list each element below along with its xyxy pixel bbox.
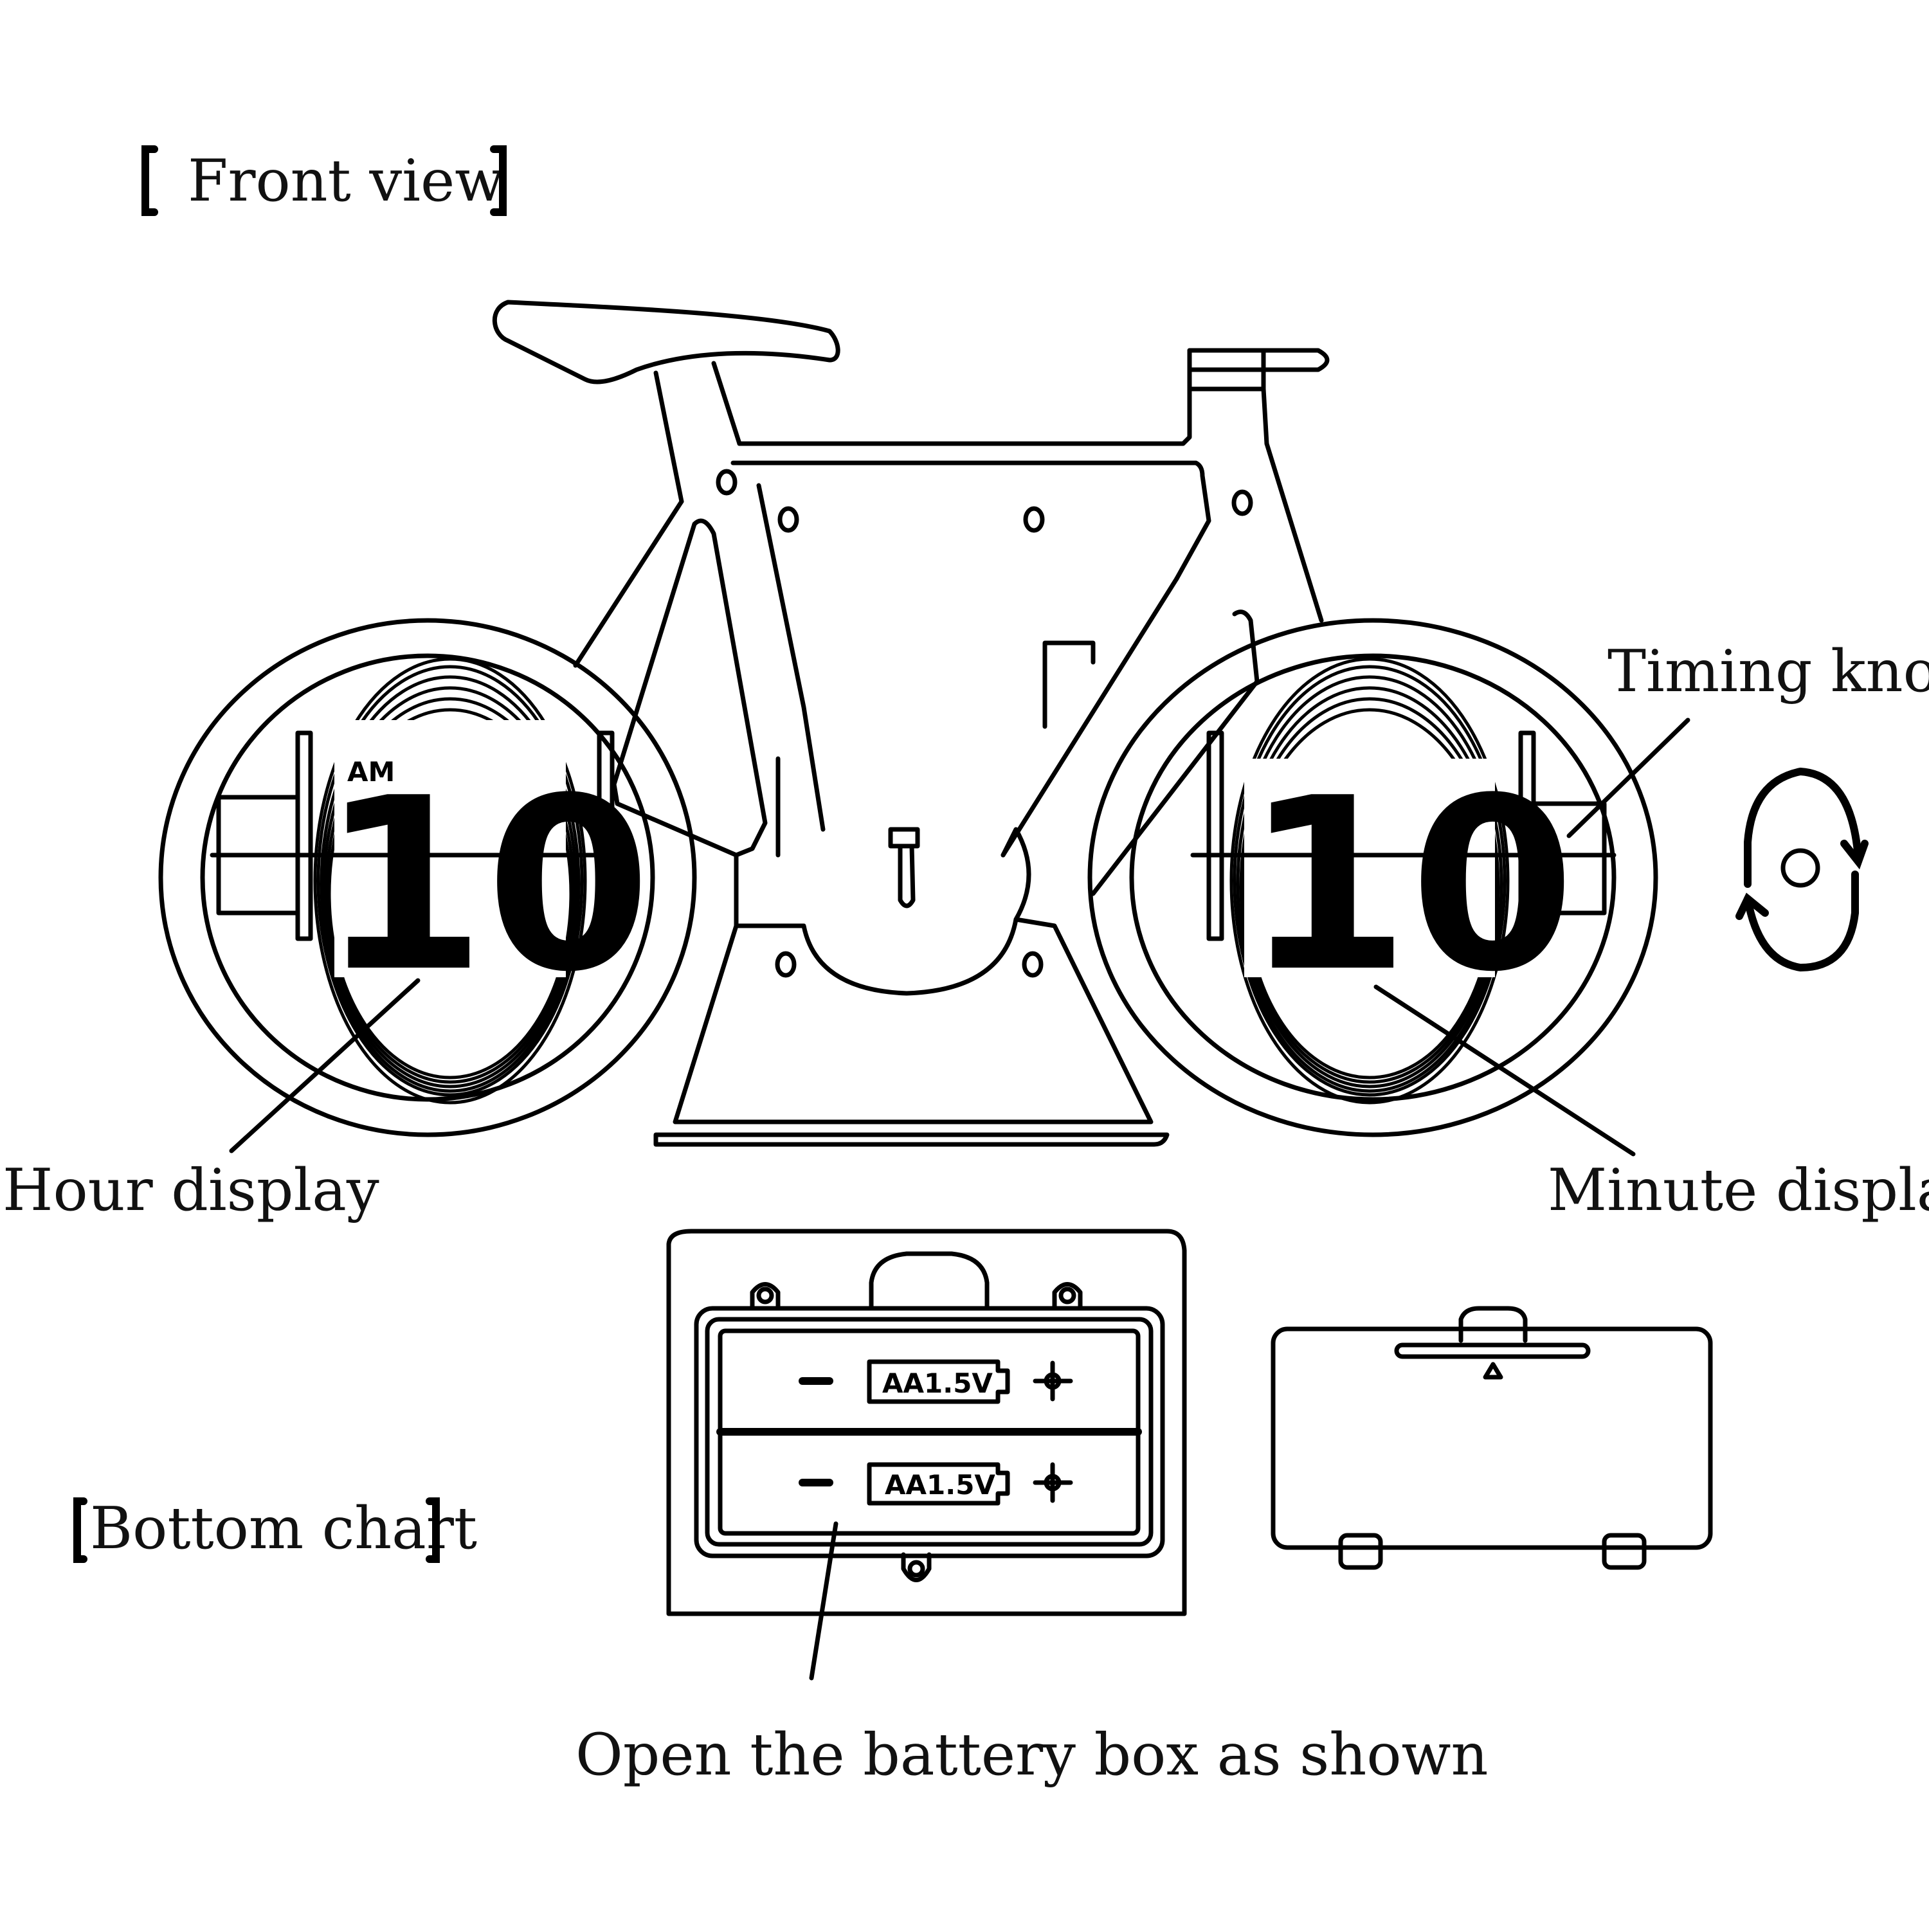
seat-stay — [573, 499, 684, 668]
am-indicator: AM — [347, 756, 395, 788]
bolt-hole-icon — [777, 506, 799, 533]
lid-hinge — [1338, 1533, 1383, 1570]
screw-icon — [1058, 1286, 1076, 1305]
stand — [673, 917, 1154, 1124]
bolt-holes — [716, 469, 1253, 978]
handlebar-icon — [1187, 348, 1330, 446]
seat-post — [653, 370, 684, 504]
lid-body[interactable] — [1271, 1326, 1713, 1550]
battery-icon — [867, 1359, 1010, 1404]
head-tube — [1264, 441, 1324, 623]
rear-wheel-outer — [158, 618, 697, 1137]
timing-knob-housing — [1531, 801, 1607, 916]
front-view-heading: Front view — [141, 145, 507, 216]
hour-display-label: Hour display — [3, 1157, 379, 1224]
bottom-chart-label: Bottom chart — [90, 1495, 477, 1562]
stand-base — [653, 1132, 1170, 1147]
battery-compartment: AA1.5V AA1.5V — [666, 1229, 1187, 1616]
minute-side-brackets — [1206, 730, 1607, 941]
minute-card-face — [1244, 759, 1495, 977]
lid-hinge — [1602, 1533, 1647, 1570]
lid-tab[interactable] — [1458, 1306, 1528, 1343]
frame-inner-edge — [730, 460, 1211, 581]
hour-display-leader — [229, 978, 421, 1153]
pedal-icon — [888, 827, 920, 908]
hour-digits: 10 — [320, 748, 651, 1024]
positive-terminal-icon — [1033, 1360, 1073, 1402]
seat-tube-edge — [756, 483, 826, 832]
battery-instruction-label: Open the battery box as shown — [575, 1721, 1489, 1789]
positive-terminal-icon — [1033, 1462, 1073, 1503]
hour-card-face — [334, 720, 566, 977]
flip-card-stack — [313, 657, 587, 1105]
minute-display-label: Minute display — [1548, 1157, 1929, 1224]
chainring — [734, 827, 1031, 996]
screw-icon — [756, 1286, 774, 1305]
battery-slot-1: AA1.5V — [799, 1359, 1073, 1404]
bolt-hole-icon — [716, 469, 738, 496]
bolt-hole-icon — [1022, 951, 1044, 978]
battery-lid[interactable] — [1271, 1306, 1713, 1570]
down-tube-edge — [1091, 609, 1260, 896]
bicycle-clock-illustration — [492, 300, 1330, 1147]
minute-display-leader — [1373, 984, 1636, 1157]
lid-slot — [1394, 1342, 1591, 1359]
left-bracket-icon — [141, 145, 158, 216]
down-tube — [1001, 576, 1179, 858]
top-tube — [737, 348, 1192, 446]
minute-digits: 10 — [1244, 748, 1575, 1024]
screw-mounts — [750, 1282, 1083, 1582]
screw-icon — [907, 1560, 925, 1578]
bolt-hole-icon — [1023, 506, 1045, 533]
hour-side-brackets — [216, 730, 615, 941]
timing-knob-label: Timing knob — [1608, 638, 1929, 705]
right-bracket-icon — [490, 145, 507, 216]
front-wheel-outer — [1087, 618, 1658, 1137]
flip-card-stack — [1229, 657, 1510, 1105]
battery-tray-outer — [694, 1306, 1165, 1558]
seat-icon — [492, 300, 840, 384]
bottom-chart-heading: Bottom chart — [73, 1495, 477, 1563]
hour-display-wheel: AM 10 — [158, 618, 697, 1137]
knob-rotation-icon[interactable] — [1735, 767, 1869, 972]
frame-block — [1042, 640, 1096, 729]
lid-triangle-icon — [1483, 1362, 1503, 1380]
battery-leader — [809, 1521, 838, 1681]
battery-tray-inner — [705, 1317, 1154, 1547]
left-bracket-icon — [73, 1497, 87, 1563]
rear-triangle-cutout — [611, 518, 768, 858]
bolt-hole-icon — [775, 951, 797, 978]
battery-label: AA1.5V — [882, 1368, 993, 1399]
seat-post-edge — [711, 361, 742, 446]
bolt-hole-icon — [1231, 489, 1253, 516]
front-wheel-inner — [1129, 653, 1617, 1102]
minute-display-wheel: 10 — [1087, 618, 1658, 1137]
front-view-label: Front view — [188, 147, 504, 215]
battery-label: AA1.5V — [885, 1469, 995, 1501]
knob-icon[interactable] — [1780, 848, 1820, 888]
right-bracket-icon — [426, 1497, 440, 1563]
bottom-panel — [666, 1229, 1187, 1616]
battery-icon — [867, 1462, 1010, 1506]
timing-knob-leader — [1566, 718, 1690, 838]
battery-slot-2: AA1.5V — [799, 1462, 1073, 1506]
box-tab — [869, 1251, 990, 1311]
